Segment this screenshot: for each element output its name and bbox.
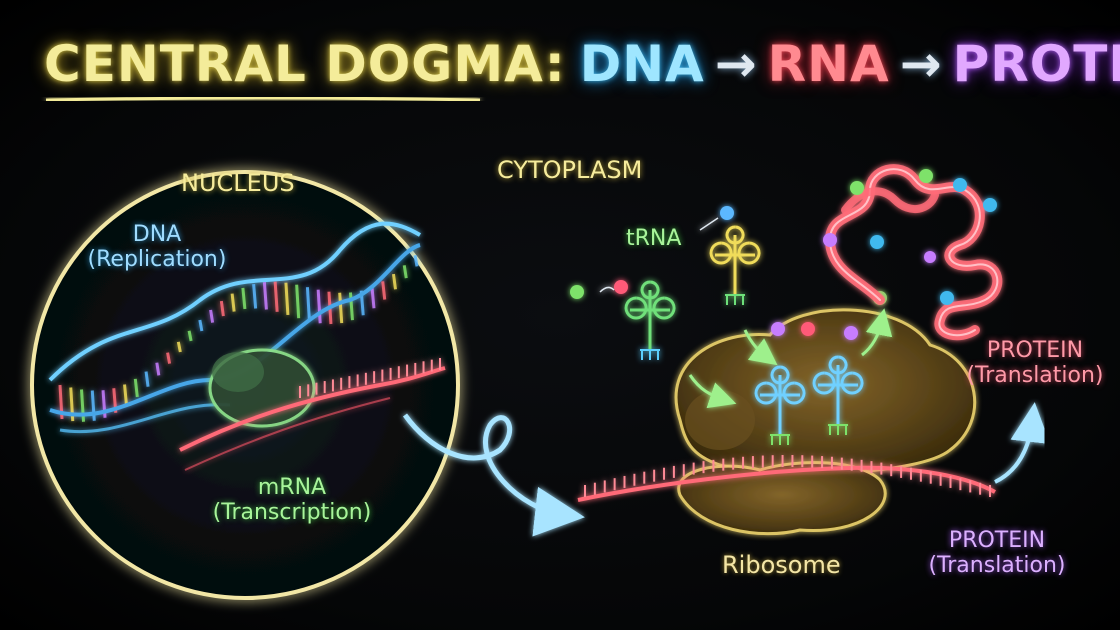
dna-rung <box>133 378 139 398</box>
mrna-process: (Transcription) <box>212 500 372 526</box>
ribosome-icon <box>674 308 977 536</box>
dna-rung <box>198 319 204 332</box>
mrna-translation-strand-icon <box>577 455 996 502</box>
title-arrow-2: → <box>899 35 943 93</box>
dna-rung <box>230 293 236 312</box>
dna-rung <box>176 341 182 353</box>
trna-yellow-icon <box>709 225 761 305</box>
trna-label: tRNA <box>626 226 682 251</box>
trna-molecules <box>570 206 893 445</box>
protein-red-label: PROTEIN (Translation) <box>955 338 1115 389</box>
dna-rung <box>80 389 86 422</box>
dna-rung <box>381 281 387 300</box>
dna-rung <box>144 371 150 387</box>
dna-rung <box>273 281 279 312</box>
protein-violet-name: PROTEIN <box>948 528 1046 553</box>
mrna-name: mRNA <box>257 475 327 500</box>
trna-bound-1-icon <box>754 365 806 445</box>
dna-rung <box>155 362 161 376</box>
mrna-strand-icon <box>179 358 446 471</box>
dna-rung <box>166 352 172 364</box>
title-underline <box>45 96 481 102</box>
dna-label: DNA (Replication) <box>82 222 232 273</box>
dna-rung <box>241 287 247 310</box>
protein-violet-process: (Translation) <box>928 553 1066 579</box>
trna-bound-2-icon <box>812 355 864 435</box>
dna-rung <box>209 309 215 323</box>
title-arrow-1: → <box>714 35 758 93</box>
dna-rung <box>123 384 129 406</box>
dna-rung <box>370 286 376 309</box>
dna-rung <box>348 292 354 321</box>
ribosome-label: Ribosome <box>722 551 841 579</box>
dna-rung <box>262 281 268 310</box>
dna-rung <box>391 273 397 290</box>
dna-rung <box>338 292 344 324</box>
protein-output-arrow-icon <box>994 402 1051 484</box>
export-arrow-icon <box>402 413 585 537</box>
protein-chain-icon <box>823 164 1003 341</box>
dna-rung <box>295 284 301 319</box>
dna-rung <box>90 390 96 421</box>
trna-green-icon <box>624 280 676 360</box>
dna-rung <box>316 289 322 324</box>
dna-rung <box>219 300 225 317</box>
dna-rung <box>284 282 290 316</box>
protein-violet-label: PROTEIN (Translation) <box>917 528 1077 579</box>
dna-rung <box>413 255 419 267</box>
dna-rung <box>187 330 193 342</box>
dna-rung <box>305 287 311 322</box>
title-dna: DNA <box>579 35 705 93</box>
nucleus-label: NUCLEUS <box>181 169 295 197</box>
dna-rung <box>252 283 258 309</box>
dna-process: (Replication) <box>87 247 227 273</box>
title-prefix: CENTRAL DOGMA: <box>44 35 566 93</box>
cytoplasm-label: CYTOPLASM <box>497 156 643 184</box>
title-protein: PROTEIN <box>952 35 1120 93</box>
mrna-label: mRNA (Transcription) <box>192 475 392 526</box>
protein-red-process: (Translation) <box>966 363 1104 389</box>
title-rna: RNA <box>767 35 890 93</box>
dna-name: DNA <box>132 222 182 247</box>
protein-red-name: PROTEIN <box>986 338 1084 363</box>
page-title: CENTRAL DOGMA:DNA→RNA→PROTEIN <box>44 35 1120 94</box>
dna-rung <box>402 265 408 279</box>
